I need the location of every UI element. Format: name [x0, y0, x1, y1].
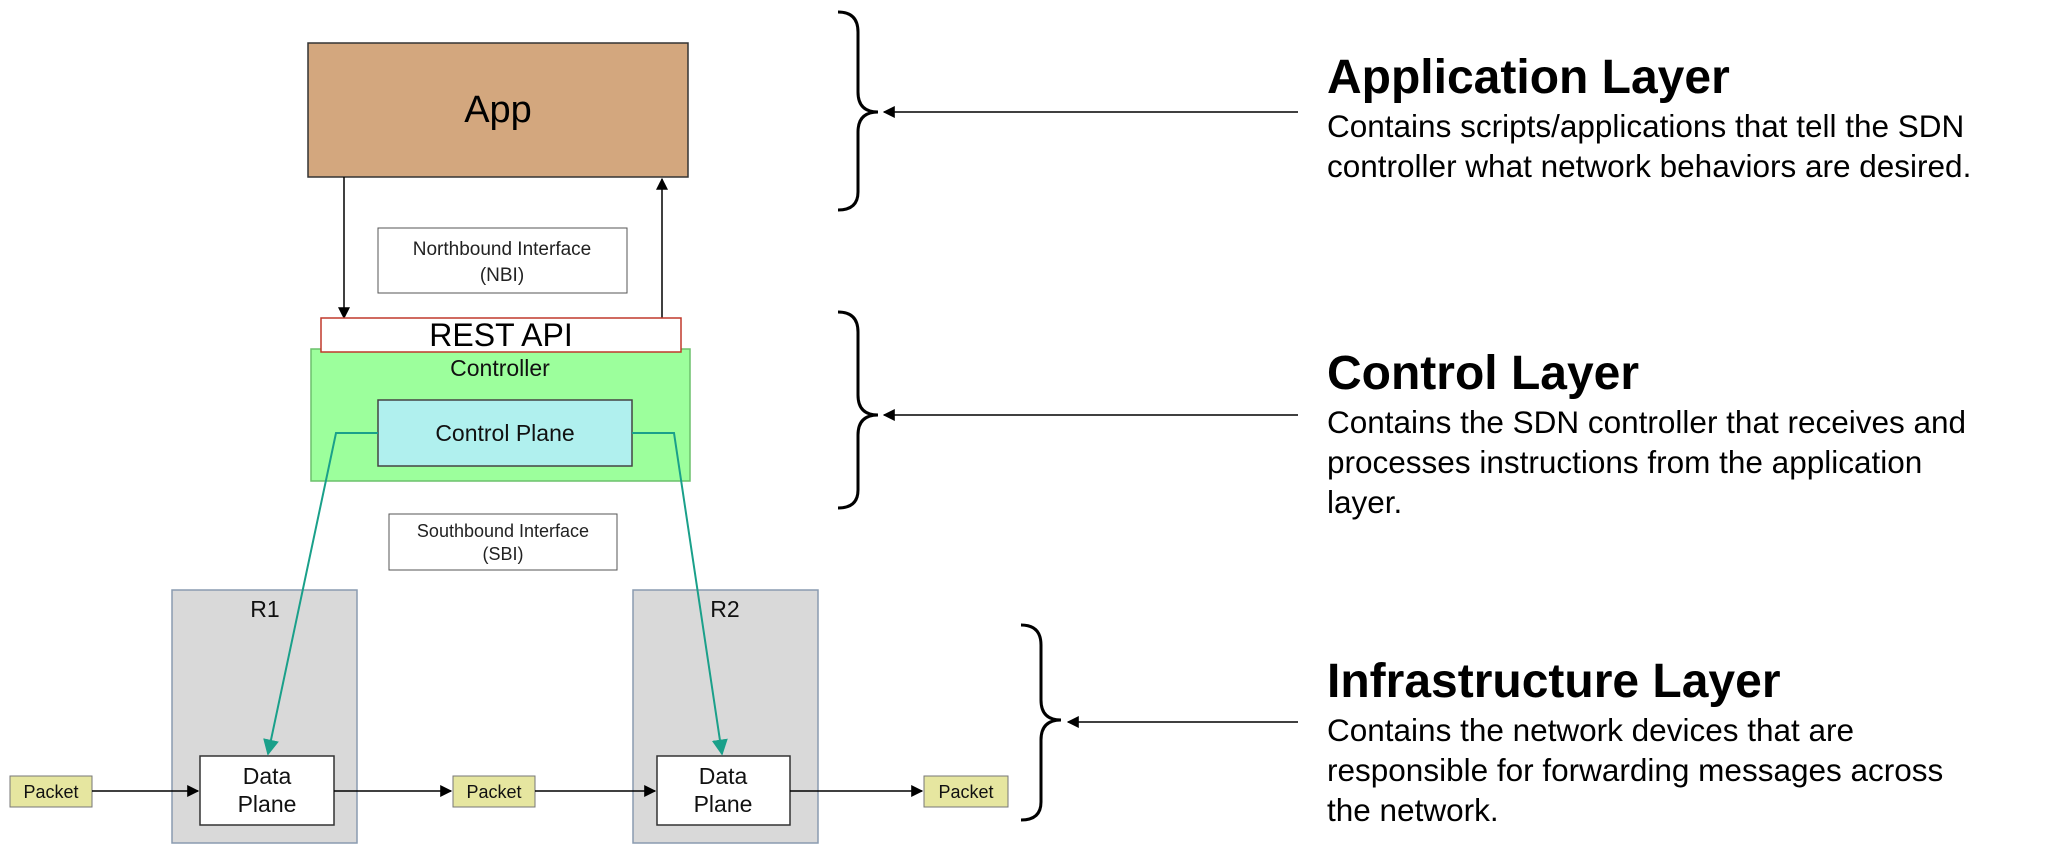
- nbi-label-line1: Northbound Interface: [413, 239, 592, 260]
- control-plane-label: Control Plane: [435, 420, 574, 446]
- brace-control: [837, 310, 879, 510]
- control-link-r2: [632, 432, 728, 756]
- r1-data-plane-line1: Data: [243, 763, 292, 789]
- infrastructure-layer-desc: Contains the network devices that are re…: [1327, 710, 2042, 830]
- nbi-box: Northbound Interface (NBI): [377, 227, 628, 294]
- nbi-label-line2: (NBI): [480, 265, 524, 286]
- control-layer-section: Control Layer Contains the SDN controlle…: [1327, 348, 2042, 522]
- r1-data-plane-line2: Plane: [238, 791, 297, 817]
- control-layer-desc-line: layer.: [1327, 484, 1403, 520]
- router-r2-label: R2: [710, 596, 739, 622]
- control-layer-title: Control Layer: [1327, 347, 1640, 400]
- application-layer-section: Application Layer Contains scripts/appli…: [1327, 52, 2042, 186]
- application-layer-desc: Contains scripts/applications that tell …: [1327, 106, 2042, 186]
- control-layer-desc: Contains the SDN controller that receive…: [1327, 402, 2042, 522]
- packet-1-label: Packet: [23, 782, 78, 802]
- packet-2: Packet: [452, 775, 536, 808]
- infrastructure-layer-section: Infrastructure Layer Contains the networ…: [1327, 656, 2042, 830]
- rest-api-box: REST API: [320, 317, 682, 353]
- sbi-label-line2: (SBI): [482, 544, 523, 564]
- infrastructure-layer-desc-line: responsible for forwarding messages acro…: [1327, 752, 1944, 788]
- r2-data-plane-line2: Plane: [694, 791, 753, 817]
- packet-2-label: Packet: [466, 782, 521, 802]
- control-link-r1: [263, 432, 378, 756]
- app-label: App: [464, 89, 532, 131]
- control-plane-box: Control Plane: [377, 399, 633, 467]
- router-r1-label: R1: [250, 596, 279, 622]
- sbi-label-line1: Southbound Interface: [417, 521, 589, 541]
- sbi-box: Southbound Interface (SBI): [388, 513, 618, 571]
- application-layer-desc-line: controller what network behaviors are de…: [1327, 148, 1972, 184]
- r1-data-plane-box: [199, 755, 335, 826]
- control-layer-desc-line: Contains the SDN controller that receive…: [1327, 404, 1967, 440]
- infrastructure-layer-desc-line: the network.: [1327, 792, 1499, 828]
- packet-1: Packet: [9, 775, 93, 808]
- r2-data-plane-box: [656, 755, 791, 826]
- brace-application: [837, 10, 879, 212]
- app-box: App: [307, 42, 689, 178]
- application-layer-title: Application Layer: [1327, 51, 1730, 104]
- r2-data-plane-line1: Data: [699, 763, 748, 789]
- infrastructure-layer-desc-line: Contains the network devices that are: [1327, 712, 1855, 748]
- rest-api-label: REST API: [429, 317, 572, 353]
- packet-3: Packet: [923, 775, 1009, 808]
- control-layer-desc-line: processes instructions from the applicat…: [1327, 444, 1923, 480]
- router-r2: R2 Data Plane: [632, 589, 819, 844]
- router-r1: R1 Data Plane: [171, 589, 358, 844]
- application-layer-desc-line: Contains scripts/applications that tell …: [1327, 108, 1965, 144]
- controller-label: Controller: [450, 355, 550, 381]
- brace-infrastructure: [1020, 623, 1062, 822]
- packet-3-label: Packet: [938, 782, 993, 802]
- infrastructure-layer-title: Infrastructure Layer: [1327, 655, 1781, 708]
